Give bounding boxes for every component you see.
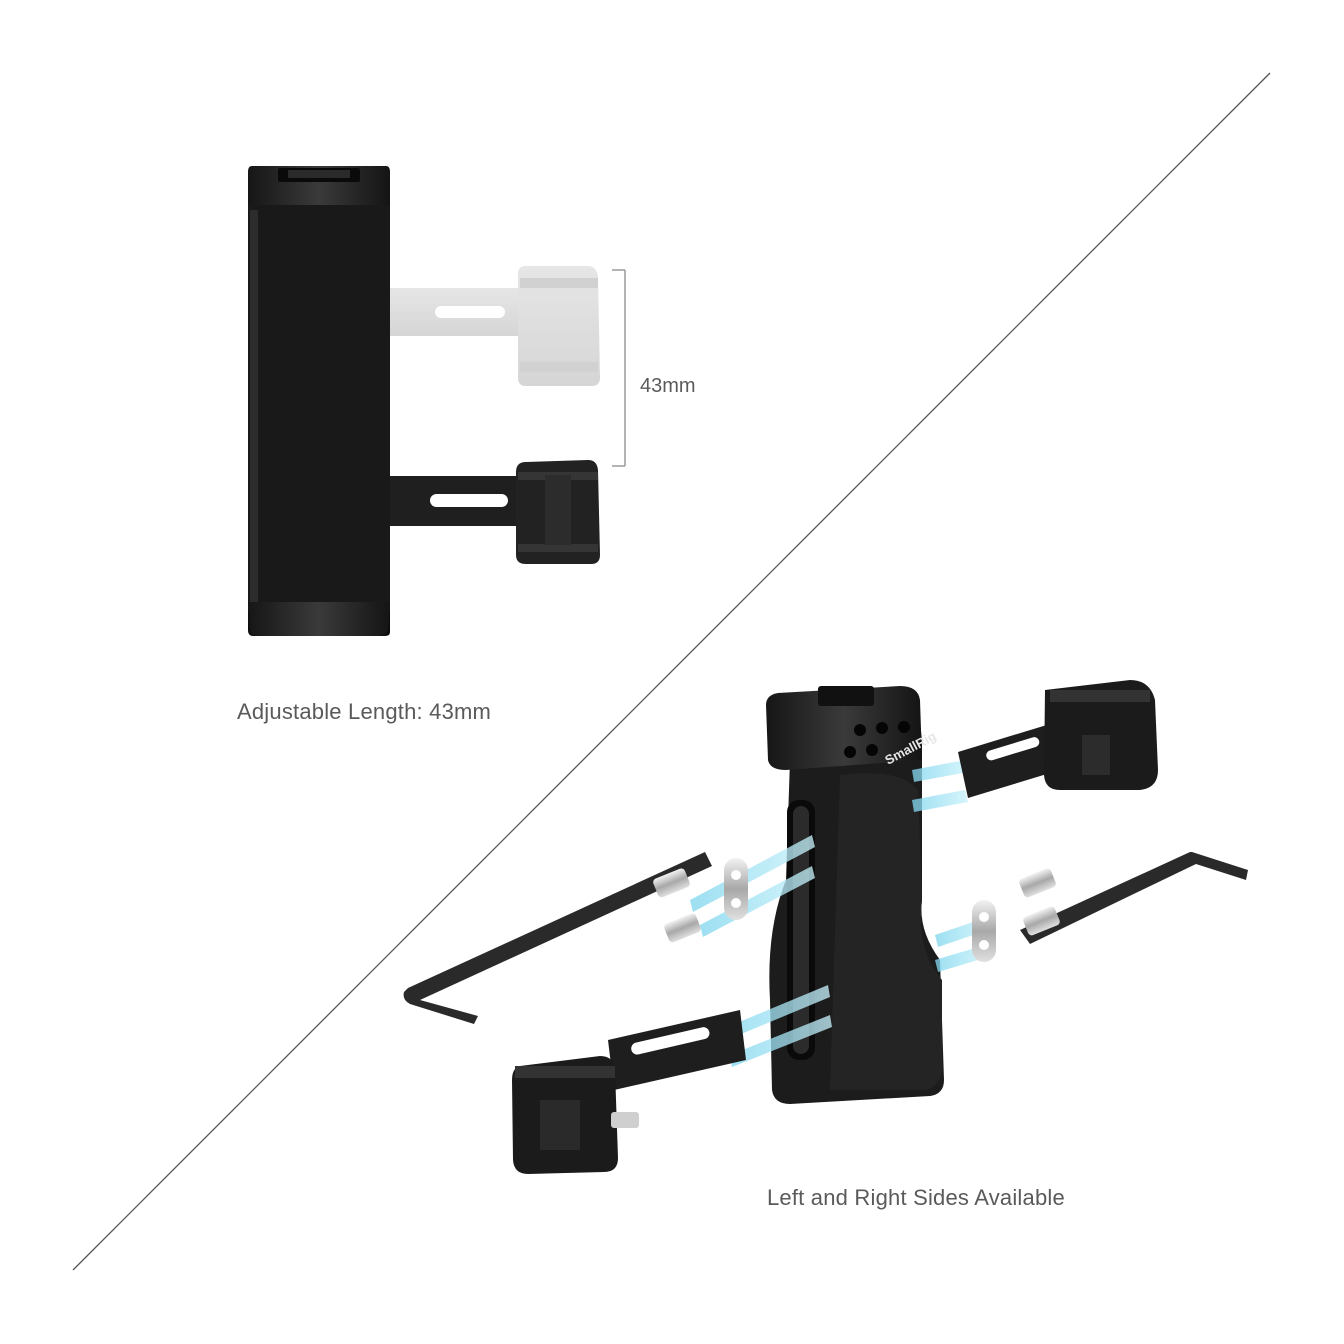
side-handle-figure bbox=[248, 166, 626, 636]
lower-arm bbox=[512, 1010, 746, 1174]
handle-grip bbox=[248, 166, 390, 636]
upper-arm bbox=[958, 680, 1158, 798]
exploded-assembly: SmallRig bbox=[403, 680, 1248, 1174]
hex-key-left bbox=[403, 852, 712, 1024]
caption-adjustable-length: Adjustable Length: 43mm bbox=[237, 699, 492, 724]
dimension-bracket bbox=[612, 269, 626, 467]
hex-key-right bbox=[1020, 852, 1248, 944]
ghost-arm bbox=[388, 266, 600, 386]
assembly-beams bbox=[690, 760, 988, 1067]
caption-sides-available: Left and Right Sides Available bbox=[767, 1185, 1065, 1210]
mounting-arm bbox=[388, 460, 600, 564]
diagonal-divider bbox=[72, 72, 1271, 1271]
dimension-label: 43mm bbox=[640, 375, 696, 397]
screws bbox=[653, 858, 1060, 962]
